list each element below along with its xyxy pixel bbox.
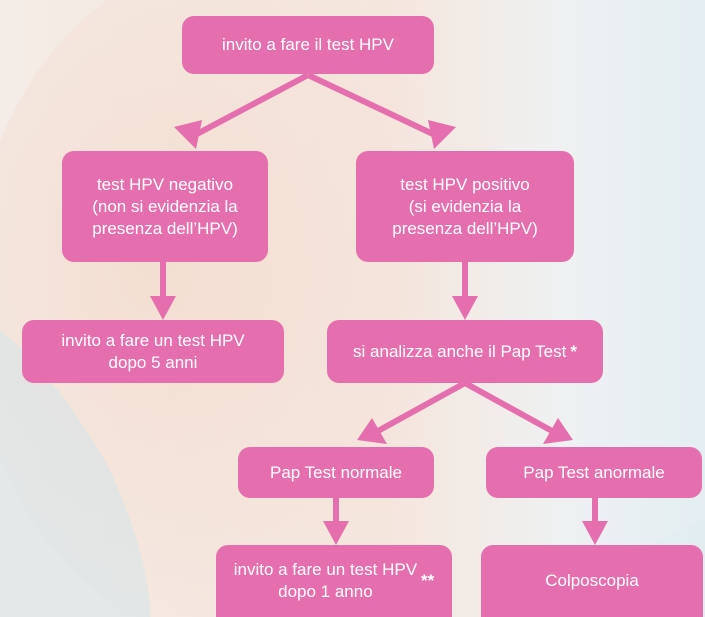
node-recall-5-years: invito a fare un test HPV dopo 5 anni bbox=[22, 320, 284, 383]
node-colposcopy: Colposcopia bbox=[481, 545, 703, 617]
node-pap-normal: Pap Test normale bbox=[238, 447, 434, 498]
node-label: Colposcopia bbox=[545, 570, 639, 592]
node-label: invito a fare un test HPV dopo 5 anni bbox=[61, 330, 244, 374]
arrowhead-colposcopy bbox=[582, 521, 608, 545]
node-label: test HPV positivo (si evidenzia la prese… bbox=[392, 174, 538, 240]
node-hpv-negative: test HPV negativo (non si evidenzia la p… bbox=[62, 151, 268, 262]
node-pap-abnormal: Pap Test anormale bbox=[486, 447, 702, 498]
node-pap-analysis: si analizza anche il Pap Test* bbox=[327, 320, 603, 383]
arrowhead-recall-5y bbox=[150, 296, 176, 320]
node-label: invito a fare un test HPV dopo 1 anno bbox=[234, 559, 417, 603]
node-label: test HPV negativo (non si evidenzia la p… bbox=[92, 174, 238, 240]
arrowhead-negative bbox=[174, 120, 202, 149]
connector-pap-to-normal bbox=[378, 383, 465, 431]
footnote-mark: * bbox=[570, 341, 577, 363]
node-label: Pap Test normale bbox=[270, 462, 402, 484]
node-hpv-positive: test HPV positivo (si evidenzia la prese… bbox=[356, 151, 574, 262]
connector-invite-to-negative bbox=[195, 75, 308, 135]
connector-invite-to-positive bbox=[308, 75, 435, 135]
node-recall-1-year: invito a fare un test HPV dopo 1 anno** bbox=[216, 545, 452, 617]
node-label: Pap Test anormale bbox=[523, 462, 664, 484]
footnote-mark: ** bbox=[421, 570, 434, 592]
arrowhead-positive bbox=[428, 120, 456, 149]
node-label: si analizza anche il Pap Test bbox=[353, 341, 566, 363]
connector-pap-to-abnormal bbox=[465, 383, 552, 431]
node-label: invito a fare il test HPV bbox=[222, 34, 394, 56]
arrowhead-recall-1y bbox=[323, 521, 349, 545]
node-invite-hpv-test: invito a fare il test HPV bbox=[182, 16, 434, 74]
arrowhead-pap-analysis bbox=[452, 296, 478, 320]
